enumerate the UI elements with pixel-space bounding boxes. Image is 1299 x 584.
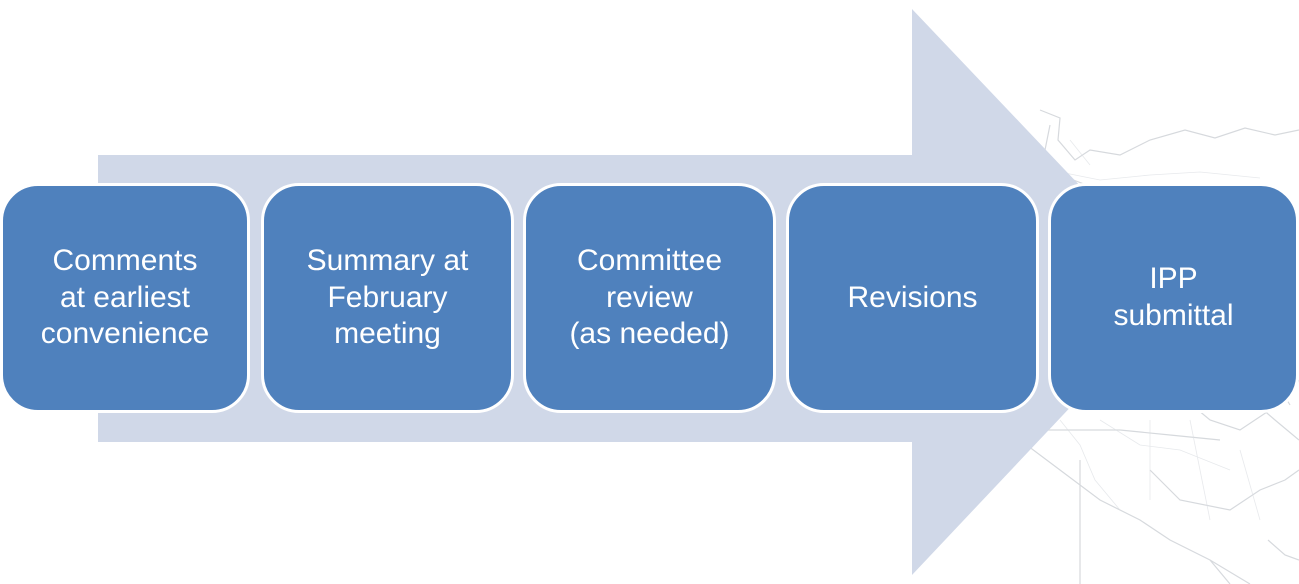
step-revisions: Revisions <box>786 183 1039 413</box>
step-label: Comments at earliest convenience <box>40 244 210 351</box>
step-comments: Comments at earliest convenience <box>0 183 250 413</box>
step-ipp-submittal: IPP submittal <box>1048 183 1299 413</box>
step-summary: Summary at February meeting <box>261 183 514 413</box>
step-label: IPP submittal <box>1113 262 1234 332</box>
step-label: Revisions <box>847 280 978 314</box>
step-label: Committee review (as needed) <box>569 244 730 351</box>
step-label: Summary at February meeting <box>306 244 469 351</box>
step-committee-review: Committee review (as needed) <box>523 183 776 413</box>
